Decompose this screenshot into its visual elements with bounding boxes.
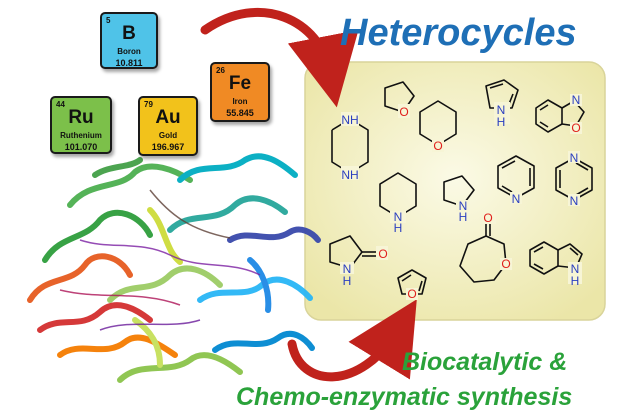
tile-boron: 5 B Boron 10.811 [100,12,158,69]
structure-pyrrole [485,79,519,124]
element-tile: 44 Ru Ruthenium 101.070 [50,96,112,154]
atom-label: O [433,139,442,153]
atomic-weight: 196.967 [151,142,185,152]
atom-label: H [459,210,468,224]
atom-label: O [483,211,492,225]
enzyme-ribbon-structure [27,153,321,383]
atom-label: N [459,199,468,213]
structure-pyridine [497,155,535,204]
atom-label: H [497,115,506,129]
atomic-number: 26 [216,66,225,75]
structure-caprolactone [459,212,512,283]
atom-label: N [343,262,352,276]
caption-line-2: Chemo-enzymatic synthesis [236,383,573,411]
structure-pyrrolidinone [329,235,388,274]
element-tile: 26 Fe Iron 55.845 [210,62,270,122]
tile-ruthenium: 44 Ru Ruthenium 101.070 [50,96,112,154]
atom-label: N [497,103,506,117]
atom-label: O [501,257,510,271]
structure-benzoxazole [535,94,585,134]
arrow-bottom [287,299,417,382]
arrow-top [200,8,359,108]
atomic-number: 79 [144,100,153,109]
structure-tetrahydropyran [419,100,457,152]
element-symbol: B [122,23,136,44]
atom-label: H [343,274,352,288]
atomic-number: 5 [106,16,111,25]
element-tile: 5 B Boron 10.811 [100,12,158,69]
tile-gold: 79 Au Gold 196.967 [138,96,198,156]
tile-iron: 26 Fe Iron 55.845 [210,62,270,122]
atom-label: O [399,105,408,119]
structure-piperazine [331,112,369,180]
atom-label: N [394,210,403,224]
element-symbol: Fe [228,73,252,94]
element-symbol: Ru [68,107,94,128]
element-name: Gold [158,131,178,140]
atom-label: H [571,274,580,288]
atom-label: N [570,194,579,208]
atom-label: O [571,121,580,135]
caption-line-1: Biocatalytic & [402,348,568,376]
atom-label: NH [341,113,358,127]
element-name: Ruthenium [60,131,102,140]
atom-label: O [378,247,387,261]
element-name: Iron [232,97,248,106]
atom-label: N [512,192,521,206]
heterocycles-title: Heterocycles [340,12,577,54]
enzyme-thin-loops [59,189,261,331]
atom-label: N [571,262,580,276]
atom-label: N [572,93,581,107]
element-symbol: Au [155,107,181,128]
structure-piperidine [379,172,417,223]
structure-indole [529,241,583,284]
element-name: Boron [117,47,141,56]
atom-label: NH [341,168,358,182]
atomic-weight: 55.845 [226,108,254,118]
structure-pyrrolidine [443,175,475,212]
atomic-number: 44 [56,100,65,109]
structure-tetrahydrofuran [384,81,415,118]
structure-furan [397,269,427,300]
atomic-weight: 101.070 [64,142,98,152]
atom-label: N [570,151,579,165]
atom-label: H [394,221,403,235]
atom-label: O [407,287,416,301]
atomic-weight: 10.811 [115,58,143,68]
structure-pyrazine [555,151,593,206]
element-tile: 79 Au Gold 196.967 [138,96,198,156]
